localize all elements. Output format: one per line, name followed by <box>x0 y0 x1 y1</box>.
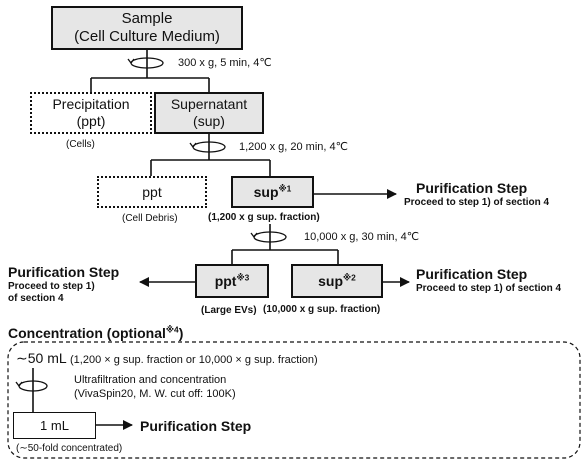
purification-step-subtitle-left-2: of section 4 <box>8 293 64 304</box>
sup1-label: sup <box>253 183 279 200</box>
concentration-frame <box>7 341 581 459</box>
ppt-debris-label: ppt <box>142 183 162 200</box>
centrifuge-label-2: 1,200 x g, 20 min, 4℃ <box>239 141 348 153</box>
purification-step-title-3: Purification Step <box>140 418 252 434</box>
note-mark-1: ※1 <box>278 182 292 193</box>
precipitation-subtitle: (ppt) <box>76 113 106 129</box>
note-mark-2: ※2 <box>343 271 356 282</box>
ppt-debris-box: ppt <box>97 176 207 208</box>
centrifuge-rotation-icon <box>127 57 164 69</box>
concentration-heading-text: Concentration (optional <box>8 325 166 341</box>
centrifuge-rotation-icon <box>250 231 287 243</box>
ppt3-caption: (Large EVs) <box>201 305 257 316</box>
concentration-volume-line: ∼50 mL (1,200 × g sup. fraction or 10,00… <box>16 350 318 367</box>
fold-note: (∼50-fold concentrated) <box>16 443 123 454</box>
purification-step-subtitle-left-1: Proceed to step 1) <box>8 281 95 292</box>
volume-big: ∼50 mL <box>16 350 67 366</box>
one-ml-box: 1 mL <box>13 412 96 439</box>
ultrafiltration-line-1: Ultrafiltration and concentration <box>74 374 227 386</box>
purification-step-subtitle-1: Proceed to step 1) of section 4 <box>404 197 550 208</box>
centrifuge-label-3: 10,000 x g, 30 min, 4℃ <box>304 231 420 243</box>
centrifuge-rotation-icon <box>15 380 48 392</box>
purification-step-title-1: Purification Step <box>416 180 528 196</box>
supernatant-title: Supernatant <box>170 96 248 113</box>
precipitation-title: Precipitation <box>52 96 130 113</box>
sup2-box: sup※2 <box>291 264 383 298</box>
note-mark-3: ※3 <box>236 271 250 282</box>
cells-caption: (Cells) <box>66 139 95 150</box>
ultrafiltration-line-2: (VivaSpin20, M. W. cut off: 100K) <box>74 388 236 400</box>
supernatant-subtitle: (sup) <box>193 113 225 129</box>
concentration-heading-close: ) <box>178 325 184 341</box>
cell-debris-caption: (Cell Debris) <box>122 213 178 224</box>
supernatant-box: Supernatant (sup) <box>154 92 264 134</box>
note-mark-4: ※4 <box>165 324 179 335</box>
purification-step-title-2: Purification Step <box>416 266 528 282</box>
sample-box: Sample (Cell Culture Medium) <box>51 6 243 50</box>
sup2-caption: (10,000 x g sup. fraction) <box>263 304 381 315</box>
purification-step-subtitle-2: Proceed to step 1) of section 4 <box>416 283 562 294</box>
sup1-caption: (1,200 x g sup. fraction) <box>208 212 320 223</box>
one-ml-label: 1 mL <box>40 417 69 433</box>
sample-subtitle: (Cell Culture Medium) <box>74 28 220 45</box>
concentration-heading: Concentration (optional※4) <box>8 325 183 341</box>
sup2-label: sup <box>318 272 344 289</box>
volume-note: (1,200 × g sup. fraction or 10,000 × g s… <box>70 354 318 366</box>
ppt3-box: ppt※3 <box>195 264 269 298</box>
precipitation-box: Precipitation (ppt) <box>30 92 152 134</box>
ppt3-label: ppt <box>214 272 237 289</box>
sup1-box: sup※1 <box>231 176 314 208</box>
centrifuge-label-1: 300 x g, 5 min, 4℃ <box>178 57 272 69</box>
purification-step-title-left: Purification Step <box>8 264 120 280</box>
centrifuge-rotation-icon <box>189 141 226 153</box>
sample-title: Sample <box>121 10 173 27</box>
